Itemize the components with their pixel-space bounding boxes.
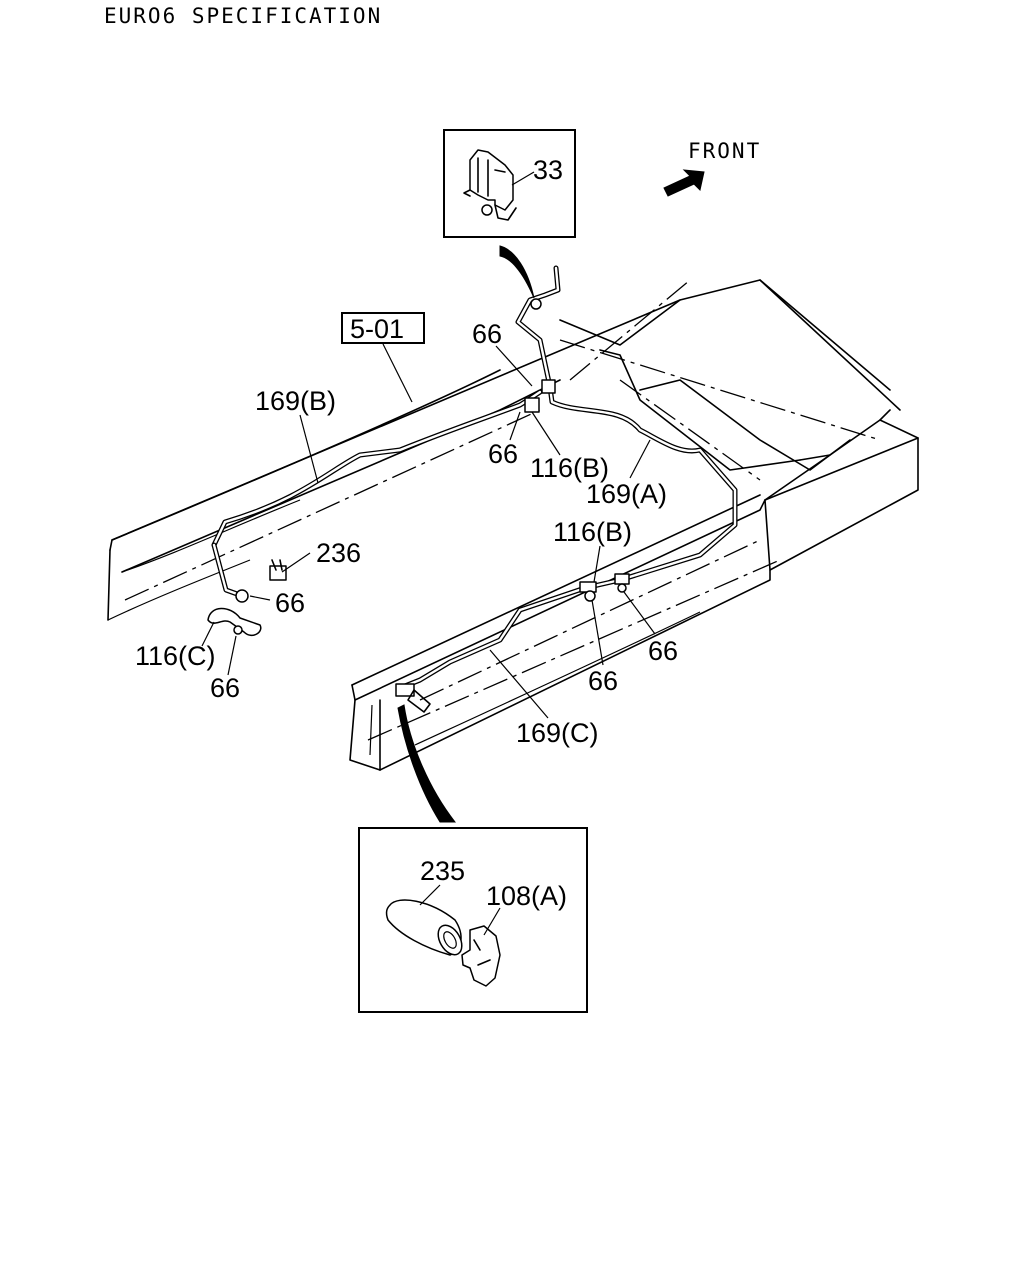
callout-66-right: 66	[648, 636, 678, 666]
callout-116b-right: 116(B)	[553, 517, 632, 547]
section-reference: 5-01	[341, 312, 425, 403]
callout-236: 236	[316, 538, 361, 568]
callout-108a: 108(A)	[486, 881, 567, 911]
frame-rail-right	[349, 494, 781, 771]
leader-lines	[201, 345, 656, 719]
detail-pointer-33	[499, 245, 535, 299]
callout-169c: 169(C)	[516, 718, 599, 748]
callout-235: 235	[420, 856, 465, 886]
callout-66-right-bottom: 66	[588, 666, 618, 696]
fuel-pipe-169b	[211, 397, 531, 598]
page-title: EURO6 SPECIFICATION	[104, 4, 382, 28]
callout-116c: 116(C)	[135, 641, 216, 671]
callout-169a: 169(A)	[586, 479, 667, 509]
fuel-pipe-169a	[547, 384, 738, 583]
callout-33: 33	[533, 155, 563, 185]
connector-end	[395, 683, 431, 713]
bolt-236	[269, 559, 287, 581]
front-label: FRONT	[688, 139, 761, 163]
frame-rail-left	[107, 279, 919, 621]
front-arrow-icon	[663, 169, 705, 197]
callout-116b-top: 116(B)	[530, 453, 609, 483]
front-direction: FRONT	[663, 139, 761, 197]
section-ref-label: 5-01	[350, 314, 404, 344]
detail-box-235: 235 108(A)	[358, 827, 588, 1013]
detail-pointer-235	[397, 704, 457, 823]
callout-169b: 169(B)	[255, 386, 336, 416]
callout-66-bottom-left: 66	[210, 673, 240, 703]
detail-box-33: 33	[443, 129, 576, 238]
clamp-116b-top	[524, 298, 556, 413]
clamp-116b-right	[579, 573, 630, 602]
nut-66-left	[235, 589, 249, 603]
callout-66-top: 66	[472, 319, 502, 349]
callout-66-mid: 66	[488, 439, 518, 469]
callout-66-left: 66	[275, 588, 305, 618]
clip-116c	[207, 607, 262, 637]
